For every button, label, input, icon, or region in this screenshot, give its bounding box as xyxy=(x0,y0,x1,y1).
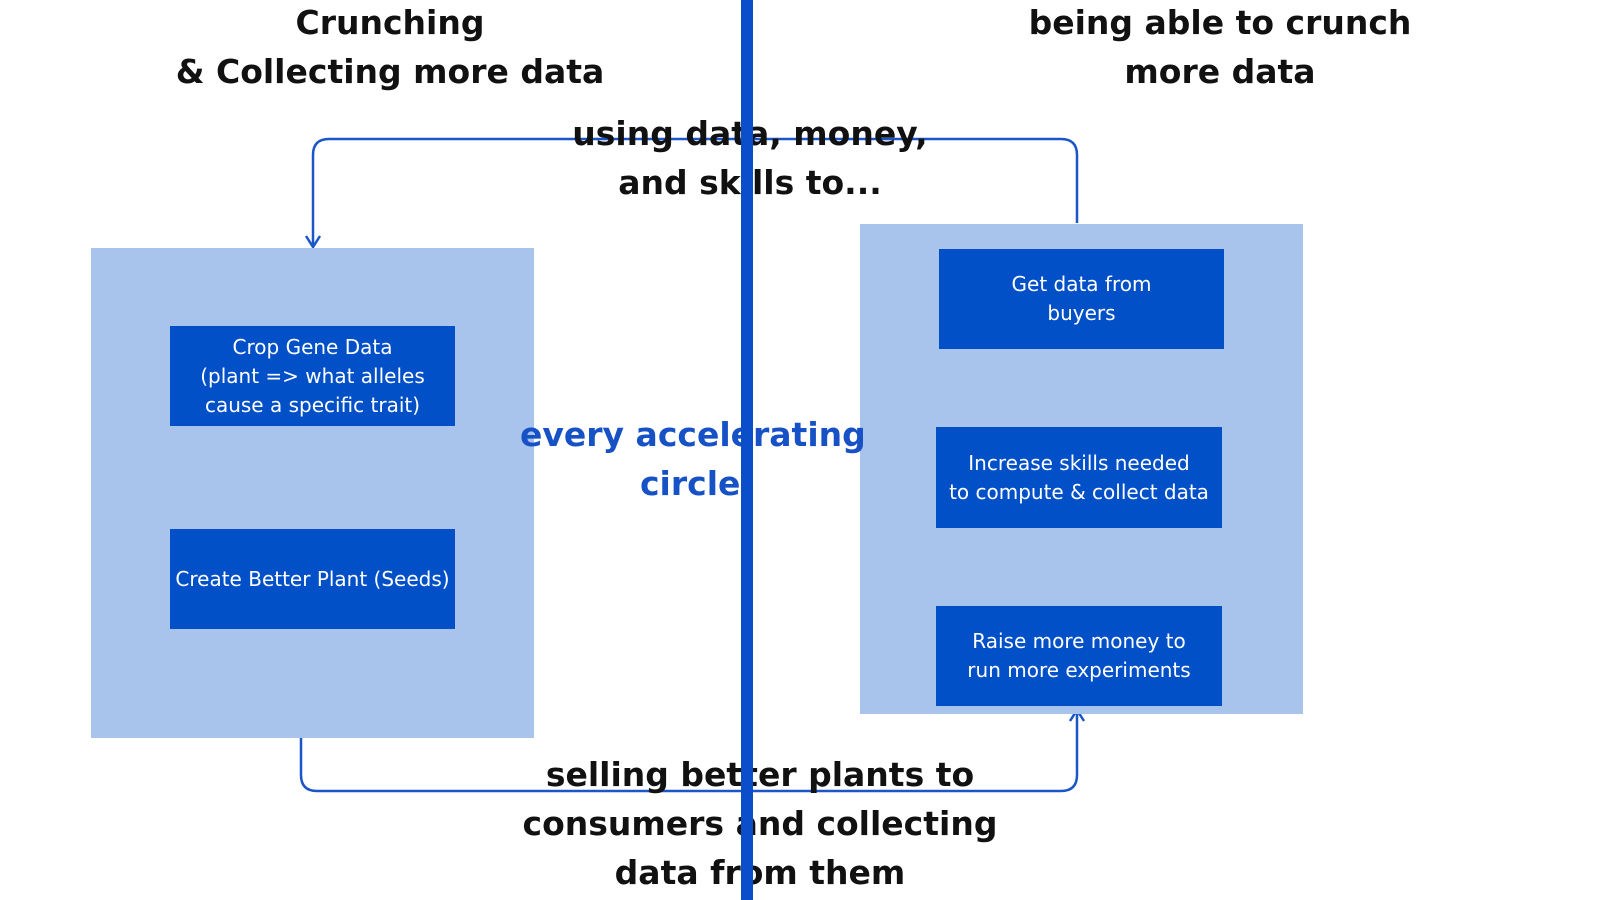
center-cycle-label: every accelerating circle xyxy=(520,410,880,508)
right-heading: being able to crunch more data xyxy=(990,0,1450,96)
top-arrowhead xyxy=(304,235,322,250)
raise-money-box: Raise more money to run more experiments xyxy=(936,606,1222,706)
bottom-connector-label: selling better plants to consumers and c… xyxy=(480,750,1040,897)
connector-label-line: consumers and collecting xyxy=(522,804,998,843)
connector-label-line: selling better plants to xyxy=(545,755,975,794)
connector-label-line: data from them xyxy=(614,853,906,892)
heading-line: Crunching xyxy=(295,3,485,42)
bottom-forward-arrow xyxy=(299,711,1079,793)
box-text-line: Create Better Plant (Seeds) xyxy=(175,566,450,591)
left-heading: Crunching & Collecting more data xyxy=(150,0,630,96)
box-text-line: run more experiments xyxy=(967,658,1191,682)
box-text-line: Increase skills needed xyxy=(968,450,1190,475)
heading-line: more data xyxy=(1124,52,1316,91)
box-text-line: to compute & collect data xyxy=(949,479,1209,504)
left-stage-panel xyxy=(91,248,534,738)
increase-skills-box: Increase skills needed to compute & coll… xyxy=(936,427,1222,528)
heading-line: being able to crunch xyxy=(1028,3,1412,42)
create-better-plant-box: Create Better Plant (Seeds) xyxy=(170,529,455,629)
center-label-line: every accelerating xyxy=(520,415,866,454)
box-text-line: cause a specific trait) xyxy=(204,392,421,417)
top-return-arrow xyxy=(311,137,1079,246)
box-text-line: Crop Gene Data xyxy=(232,334,393,359)
box-text-line: Get data from xyxy=(1011,272,1152,296)
heading-line: & Collecting more data xyxy=(175,52,605,91)
vertical-divider xyxy=(741,0,753,900)
center-label-line: circle xyxy=(640,464,741,503)
box-text-line: buyers xyxy=(1047,301,1116,325)
box-text-line: (plant => what alleles xyxy=(200,363,425,388)
get-data-from-buyers-box: Get data from buyers xyxy=(939,249,1224,349)
box-text-line: Raise more money to xyxy=(972,629,1186,653)
crop-gene-data-box: Crop Gene Data (plant => what alleles ca… xyxy=(170,326,455,426)
